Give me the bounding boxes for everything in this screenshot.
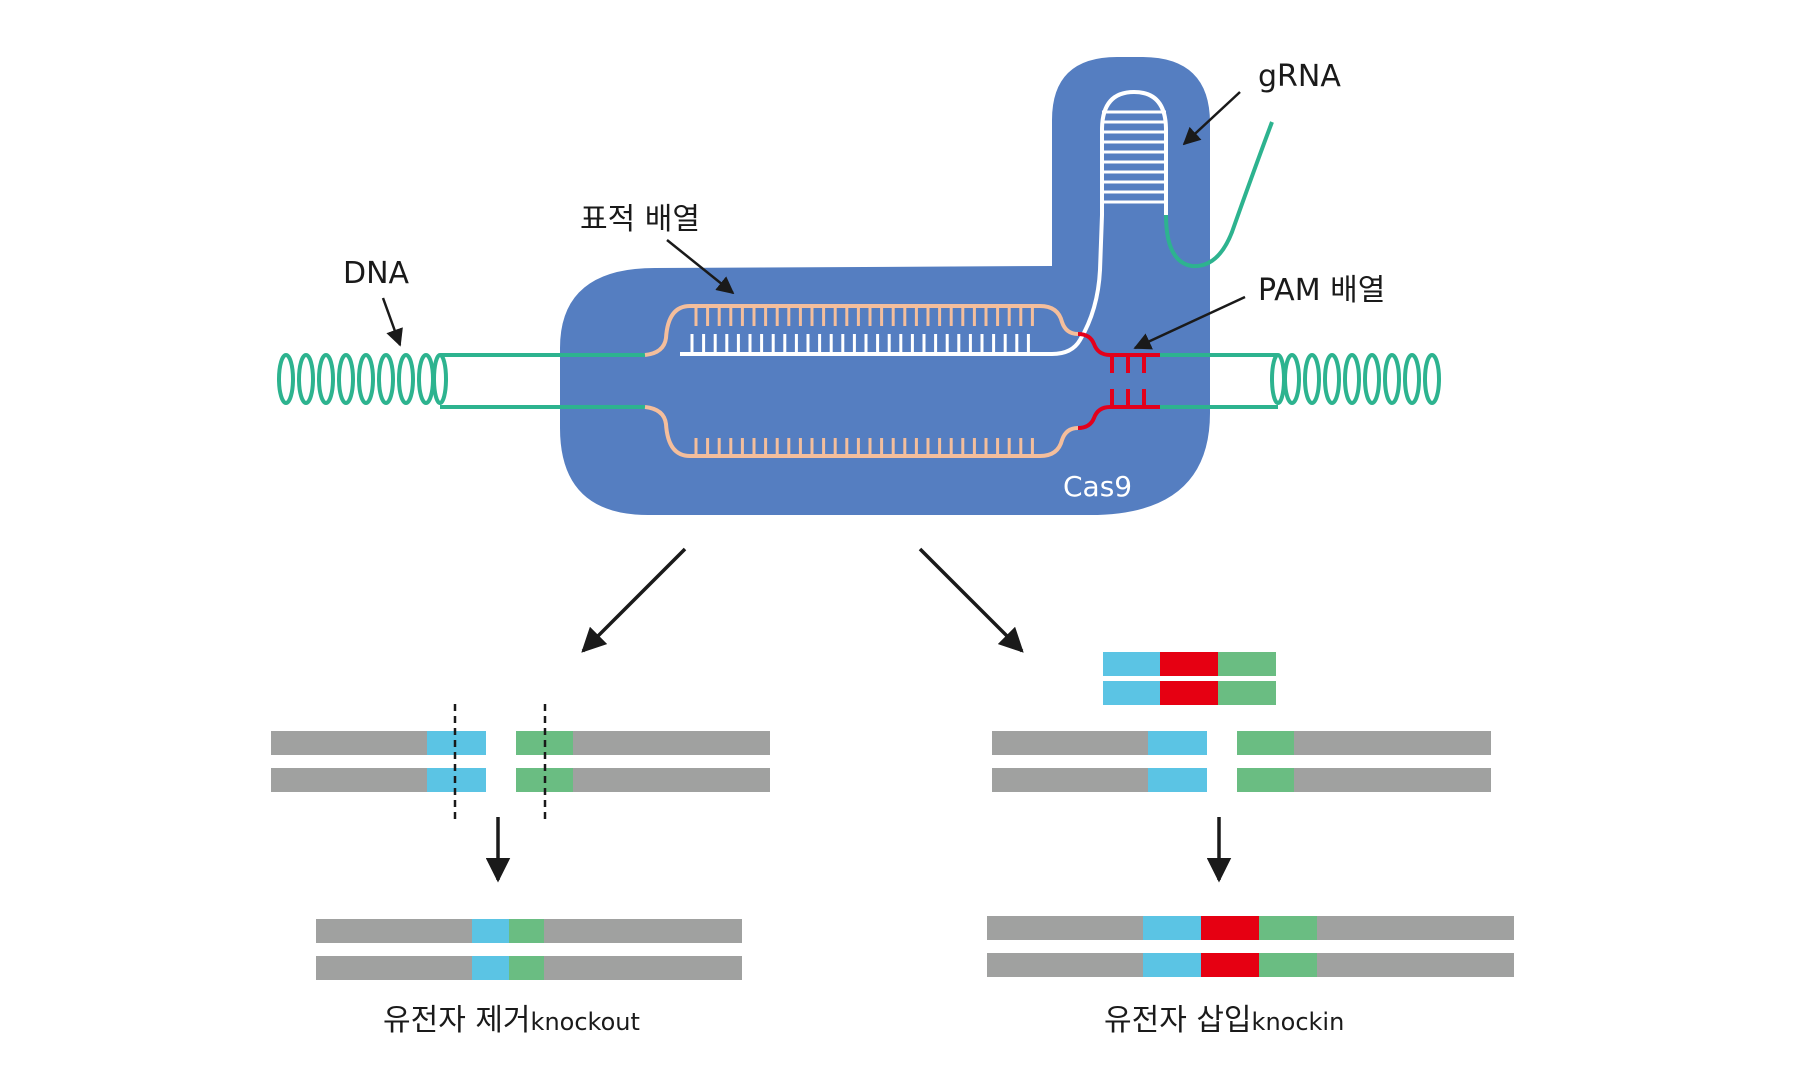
pam-sequence-strands — [1077, 332, 1160, 430]
dna-helix-left — [277, 353, 448, 405]
label-knockin-main: 유전자 삽입 — [1104, 1003, 1252, 1038]
target-strand-bottom-bases — [694, 438, 1034, 456]
label-knockin-suffix: knockin — [1252, 1008, 1345, 1036]
dna-helix-right — [1270, 353, 1441, 405]
arrow-target-sequence — [666, 239, 735, 295]
label-grna: gRNA — [1258, 59, 1341, 94]
knockout-result-dna — [316, 919, 742, 980]
label-cas9: Cas9 — [1063, 470, 1132, 503]
grna-hairpin-rungs — [1102, 110, 1166, 204]
knockout-cut-dna — [271, 731, 770, 792]
label-target-sequence: 표적 배열 — [580, 202, 700, 237]
knockin-cut-dna — [992, 731, 1491, 792]
grna-strand — [680, 89, 1168, 356]
knockin-donor-dna — [1103, 652, 1276, 705]
arrow-to-knockin — [918, 547, 1024, 653]
label-pam-sequence: PAM 배열 — [1258, 273, 1385, 308]
arrow-pam-sequence — [1133, 295, 1246, 350]
target-strand-bottom — [644, 405, 1079, 458]
label-knockout: 유전자 제거knockout — [383, 1003, 640, 1038]
target-strand-top — [644, 304, 1079, 357]
label-knockin: 유전자 삽입knockin — [1104, 1003, 1344, 1038]
grna-tail — [1164, 121, 1274, 269]
label-dna: DNA — [343, 256, 410, 291]
target-strand-top-bases — [694, 306, 1034, 326]
cas9-protein — [560, 57, 1210, 515]
knockin-result-dna — [987, 916, 1514, 977]
arrow-to-knockout — [581, 547, 687, 653]
arrow-grna — [1182, 91, 1241, 146]
label-knockout-suffix: knockout — [531, 1008, 640, 1036]
arrow-dna — [381, 297, 403, 347]
grna-bases — [690, 334, 1030, 354]
label-knockout-main: 유전자 제거 — [383, 1003, 531, 1038]
